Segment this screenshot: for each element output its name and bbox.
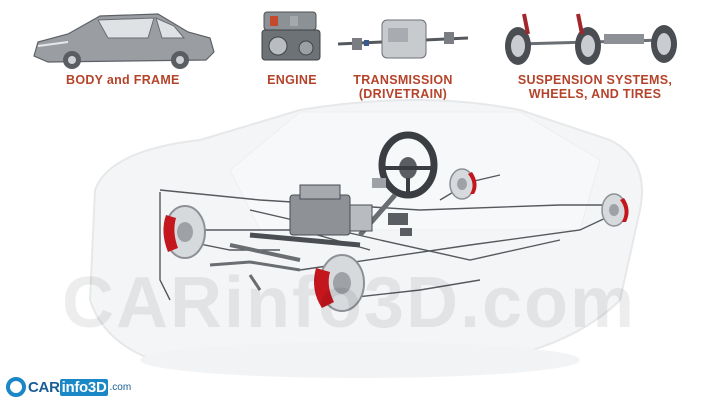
rear-left-brake [449, 168, 477, 200]
category-label-transmission-line-1: TRANSMISSION [353, 73, 453, 87]
logo-text-car: CAR [28, 378, 60, 396]
category-label-transmission: TRANSMISSION (DRIVETRAIN) [346, 73, 460, 101]
steering-wheel [358, 131, 438, 237]
front-right-brake [314, 254, 365, 312]
brake-line-long [159, 189, 620, 211]
suspension-image [505, 13, 677, 65]
engine-image [261, 11, 321, 61]
steering-rack [209, 260, 301, 272]
category-label-body-frame: BODY and FRAME [66, 73, 180, 87]
category-label-engine: ENGINE [267, 73, 317, 87]
logo-text-domain: .com [109, 381, 132, 393]
logo-ring-icon [6, 377, 26, 397]
category-label-suspension-line-2: WHEELS, AND TIRES [528, 87, 662, 101]
category-label-suspension: SUSPENSION SYSTEMS, WHEELS, AND TIRES [510, 73, 680, 101]
logo-text-info3d: info3D [59, 378, 109, 396]
center-engine-assembly [229, 184, 373, 262]
body-frame-image [33, 13, 215, 69]
category-label-transmission-line-2: (DRIVETRAIN) [358, 87, 448, 101]
pedal-box [388, 213, 408, 225]
floor-reflection [140, 342, 580, 378]
carinfo3d-logo: CAR info3D .com [6, 374, 131, 400]
front-left-brake [163, 205, 206, 259]
transmission-image [337, 19, 469, 59]
rear-right-brake [601, 193, 629, 227]
watermark-text: CARinfo3D.com [62, 263, 637, 343]
category-label-suspension-line-1: SUSPENSION SYSTEMS, [517, 73, 673, 87]
